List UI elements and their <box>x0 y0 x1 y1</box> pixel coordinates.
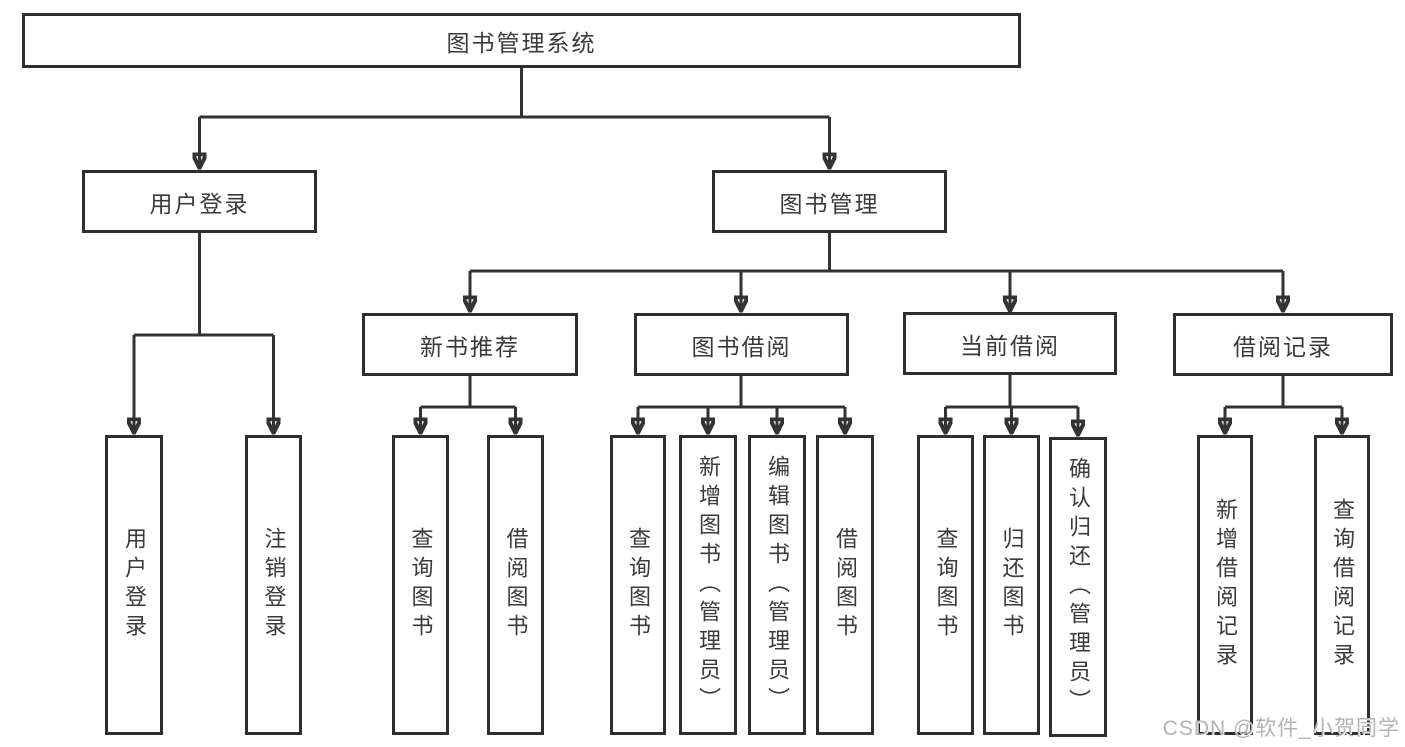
leaf-query-books-2: 查询图书 <box>610 435 666 735</box>
leaf-query-books-1-label: 查询图书 <box>408 527 434 643</box>
leaf-query-books-3-label: 查询图书 <box>933 527 959 643</box>
leaf-confirm-return-admin: 确认归还（管理员） <box>1049 437 1107 737</box>
leaf-add-borrow-record: 新增借阅记录 <box>1197 435 1253 735</box>
node-library-system: 图书管理系统 <box>22 13 1021 68</box>
node-user-login: 用户登录 <box>82 170 317 233</box>
node-borrowing-records-label: 借阅记录 <box>1233 333 1333 360</box>
leaf-add-book-admin: 新增图书（管理员） <box>679 435 737 735</box>
node-current-borrowing-label: 当前借阅 <box>960 332 1060 359</box>
node-book-borrowing-label: 图书借阅 <box>691 333 792 360</box>
leaf-query-borrow-record-label: 查询借阅记录 <box>1330 498 1355 672</box>
node-book-borrowing: 图书借阅 <box>634 313 849 376</box>
node-new-book-recommendation-label: 新书推荐 <box>420 333 520 360</box>
leaf-query-books-1: 查询图书 <box>392 435 449 735</box>
node-new-book-recommendation: 新书推荐 <box>362 313 578 376</box>
leaf-user-login: 用户登录 <box>105 435 163 735</box>
leaf-edit-book-admin: 编辑图书（管理员） <box>748 435 806 735</box>
leaf-query-books-2-label: 查询图书 <box>626 527 651 643</box>
leaf-borrow-books-1: 借阅图书 <box>487 435 544 735</box>
node-book-management-label: 图书管理 <box>779 190 880 217</box>
leaf-logout-label: 注销登录 <box>261 527 287 643</box>
csdn-watermark: CSDN @软件_小贺同学 <box>1162 717 1400 740</box>
leaf-return-books-label: 归还图书 <box>999 527 1025 643</box>
node-current-borrowing: 当前借阅 <box>903 312 1117 375</box>
node-library-system-label: 图书管理系统 <box>446 29 597 56</box>
leaf-query-borrow-record: 查询借阅记录 <box>1314 435 1370 735</box>
leaf-add-borrow-record-label: 新增借阅记录 <box>1213 498 1238 672</box>
leaf-user-login-label: 用户登录 <box>122 527 147 643</box>
node-borrowing-records: 借阅记录 <box>1173 313 1393 376</box>
leaf-add-book-admin-label: 新增图书（管理员） <box>696 454 721 716</box>
node-user-login-label: 用户登录 <box>149 190 250 217</box>
connector-rails <box>134 68 1342 409</box>
leaf-borrow-books-1-label: 借阅图书 <box>503 527 529 643</box>
leaf-query-books-3: 查询图书 <box>917 435 974 735</box>
leaf-return-books: 归还图书 <box>983 435 1040 735</box>
leaf-edit-book-admin-label: 编辑图书（管理员） <box>765 454 790 716</box>
node-book-management: 图书管理 <box>712 170 947 233</box>
leaf-borrow-books-2-label: 借阅图书 <box>833 527 858 643</box>
leaf-confirm-return-admin-label: 确认归还（管理员） <box>1066 456 1091 718</box>
leaf-logout: 注销登录 <box>245 435 302 735</box>
leaf-borrow-books-2: 借阅图书 <box>816 435 874 735</box>
